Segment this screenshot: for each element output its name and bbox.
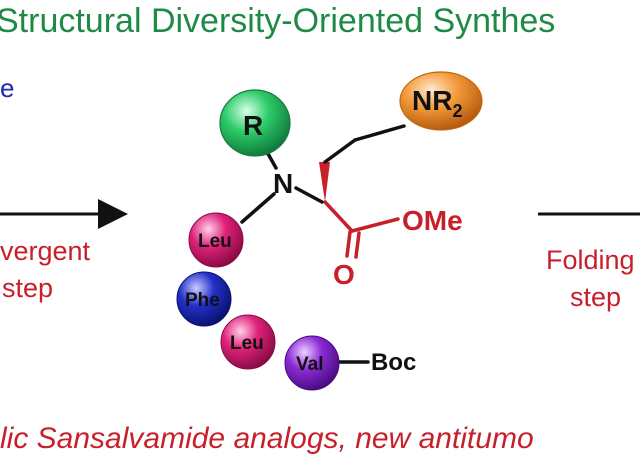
leu-label-2: Leu (230, 333, 264, 354)
val-label: Val (296, 354, 323, 375)
folding-step-label-line1: Folding (546, 245, 635, 275)
nr2-label-subscript: 2 (452, 101, 462, 121)
nitrogen-label: N (273, 168, 293, 199)
bond-alpha-carbonyl (323, 200, 354, 233)
phe-ball (176, 271, 232, 327)
nr2-label: NR2 (412, 85, 462, 121)
scheme-title: Structural Diversity-Oriented Synthes (0, 2, 555, 40)
bond-sidechain-2 (353, 124, 406, 142)
wedge-bond (319, 162, 330, 202)
bond-co-2 (354, 231, 361, 259)
leu-ball-2 (220, 314, 276, 370)
r-group-label: R (243, 110, 263, 141)
divergent-step-label-line1: vergent (0, 236, 91, 266)
nr2-label-main: NR (412, 85, 452, 116)
bond-co-1 (345, 230, 352, 258)
bond-sidechain (323, 138, 357, 164)
divergent-step-label-line2: step (2, 273, 53, 303)
folding-step-label-line2: step (570, 282, 621, 312)
leu-label-1: Leu (198, 231, 232, 252)
leu-ball-1 (188, 212, 244, 268)
scheme-caption: lic Sansalvamide analogs, new antitumo (0, 422, 534, 455)
ome-label: OMe (402, 205, 463, 236)
bond-n-leu (240, 192, 276, 224)
oxygen-label: O (333, 259, 355, 290)
val-ball (284, 335, 340, 391)
residue-balls (176, 71, 483, 391)
left-blue-label: e (0, 73, 14, 103)
boc-label: Boc (371, 349, 416, 376)
bond-c-ome (350, 217, 400, 233)
nr2-ball (399, 71, 483, 131)
phe-label: Phe (185, 290, 220, 311)
bond-n-alpha (294, 186, 324, 204)
r-group-ball (219, 89, 291, 157)
